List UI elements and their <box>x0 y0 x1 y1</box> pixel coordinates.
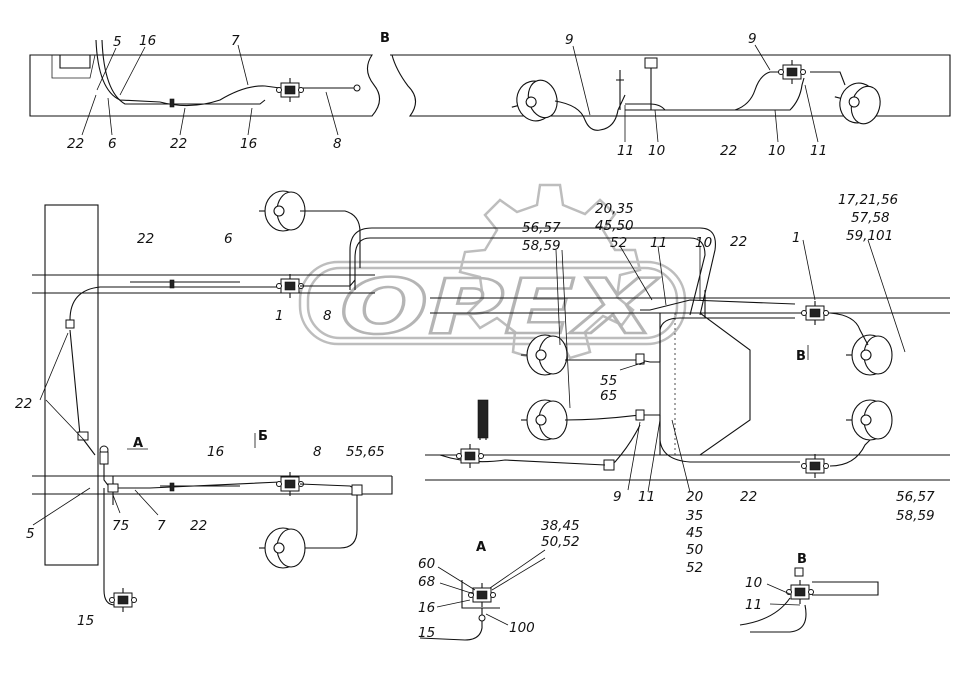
callout-tl-16: 16 <box>139 33 156 49</box>
callout-tl-22a: 22 <box>67 136 84 152</box>
frame-rail-lower <box>32 475 393 495</box>
callout-mc-56-57: 56,57 <box>522 220 561 236</box>
callout-tr-10b: 10 <box>768 143 785 159</box>
frame-rail-top-left <box>29 54 381 117</box>
callout-ml-22b: 22 <box>15 396 32 412</box>
callout-da-38-45: 38,45 <box>541 518 580 534</box>
callout-cs-52: 52 <box>686 560 703 576</box>
pipe-run-upper-left <box>65 190 361 456</box>
pipe-run-top-right <box>506 57 885 131</box>
callout-mc-65: 65 <box>600 388 617 404</box>
view-label-b-side: В <box>796 349 806 364</box>
callout-tl-7: 7 <box>231 33 240 49</box>
leader-lines <box>32 44 906 626</box>
callout-mc-45-50: 45,50 <box>595 218 634 234</box>
callout-mc-11b: 11 <box>638 489 655 505</box>
callout-ml-22: 22 <box>137 231 154 247</box>
pipe-run-right <box>349 227 893 479</box>
detail-a-group <box>419 580 500 641</box>
callout-ml-55-65: 55,65 <box>346 444 385 460</box>
pipe-run-lower-left <box>99 445 363 613</box>
watermark-text: OPEX <box>340 262 660 351</box>
callout-da-68: 68 <box>418 574 435 590</box>
callout-mr-57-58: 57,58 <box>851 210 890 226</box>
callout-ml-6: 6 <box>224 231 233 247</box>
callout-cs-50: 50 <box>686 542 703 558</box>
callout-tr-9a: 9 <box>565 32 574 48</box>
detail-b-group <box>739 567 879 633</box>
frame-rail-top-right <box>390 54 951 117</box>
callout-mc-11: 11 <box>650 235 667 251</box>
callout-ml-5: 5 <box>26 526 35 542</box>
callout-cs-35: 35 <box>686 508 703 524</box>
callout-mc-55: 55 <box>600 373 617 389</box>
callout-tr-9b: 9 <box>748 31 757 47</box>
view-label-b-top: В <box>380 31 390 46</box>
callout-mc-22: 22 <box>730 234 747 250</box>
view-label-a-main: А <box>133 436 143 451</box>
frame-rail-right-lower <box>425 454 950 481</box>
callout-ml-15: 15 <box>77 613 94 629</box>
callout-mr-22: 22 <box>740 489 757 505</box>
callout-tl-5: 5 <box>113 34 122 50</box>
callout-da-100: 100 <box>509 620 535 636</box>
callout-mc-10: 10 <box>695 235 712 251</box>
callout-tl-6: 6 <box>108 136 117 152</box>
callout-cs-45: 45 <box>686 525 703 541</box>
callout-tr-11b: 11 <box>810 143 827 159</box>
callout-mc-52: 52 <box>610 235 627 251</box>
callout-db-10: 10 <box>745 575 762 591</box>
callout-da-60: 60 <box>418 556 435 572</box>
callout-da-16: 16 <box>418 600 435 616</box>
callout-ml-75: 75 <box>112 518 129 534</box>
view-label-b-main: Б <box>258 429 268 444</box>
callout-mc-9: 9 <box>613 489 622 505</box>
callout-mr-17-21-56: 17,21,56 <box>838 192 898 208</box>
callout-ml-1: 1 <box>275 308 284 324</box>
callout-ml-8a: 8 <box>323 308 332 324</box>
callout-mr-58-59: 58,59 <box>896 508 935 524</box>
view-label-a-detail: А <box>476 540 486 555</box>
callout-da-15: 15 <box>418 625 435 641</box>
callout-mr-56-57: 56,57 <box>896 489 935 505</box>
view-label-b-detail: В <box>797 552 807 567</box>
callout-db-11: 11 <box>745 597 762 613</box>
callout-ml-16: 16 <box>207 444 224 460</box>
callout-ml-22c: 22 <box>190 518 207 534</box>
frame-rail-upper <box>32 274 375 294</box>
callout-cs-20: 20 <box>686 489 703 505</box>
callout-ml-7: 7 <box>157 518 166 534</box>
callout-tl-16b: 16 <box>240 136 257 152</box>
callout-tr-10a: 10 <box>648 143 665 159</box>
callout-tl-22b: 22 <box>170 136 187 152</box>
callout-mr-1: 1 <box>792 230 801 246</box>
callout-mc-20-35: 20,35 <box>595 201 634 217</box>
callout-da-50-52: 50,52 <box>541 534 580 550</box>
watermark-pill <box>298 260 687 346</box>
callout-tr-11a: 11 <box>617 143 634 159</box>
callout-ml-8b: 8 <box>313 444 322 460</box>
callout-tl-8: 8 <box>333 136 342 152</box>
callout-mr-59-101: 59,101 <box>846 228 893 244</box>
callout-tr-22: 22 <box>720 143 737 159</box>
pipe-run-top-left <box>51 39 361 108</box>
crossmember-left <box>44 204 99 566</box>
callout-mc-58-59: 58,59 <box>522 238 561 254</box>
